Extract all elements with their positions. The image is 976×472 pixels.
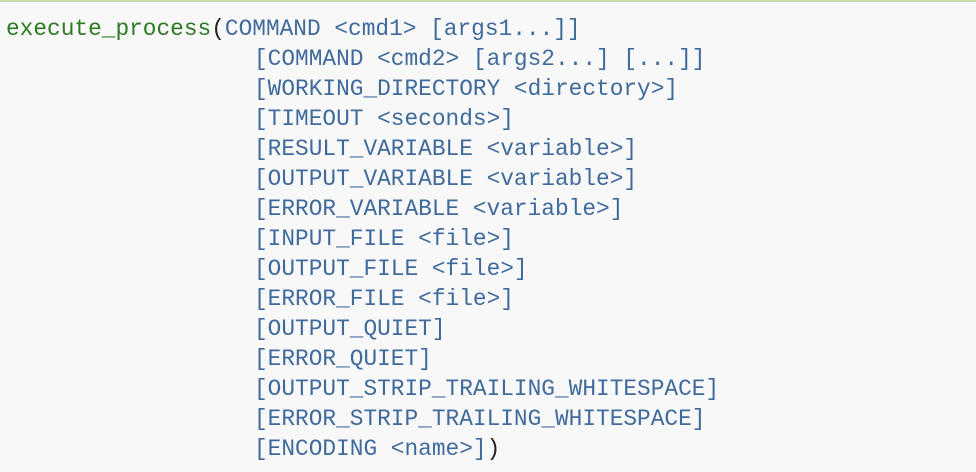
argument: [OUTPUT_FILE <file>] [254,256,528,282]
code-line-arg: [ERROR_FILE <file>] [6,284,719,314]
code-line-arg: [WORKING_DIRECTORY <directory>] [6,74,719,104]
code-line-arg: [COMMAND <cmd2> [args2...] [...]] [6,44,719,74]
function-name: execute_process [6,16,212,42]
code-line-arg: [OUTPUT_VARIABLE <variable>] [6,164,719,194]
argument: [ERROR_STRIP_TRAILING_WHITESPACE] [254,406,706,432]
code-lines: execute_process(COMMAND <cmd1> [args1...… [6,14,719,464]
argument: [TIMEOUT <seconds>] [254,106,514,132]
open-paren: ( [211,16,225,42]
argument: [OUTPUT_QUIET] [254,316,446,342]
argument: [ERROR_FILE <file>] [254,286,514,312]
code-line-arg: [RESULT_VARIABLE <variable>] [6,134,719,164]
argument: [ERROR_VARIABLE <variable>] [254,196,624,222]
code-line-arg: [ERROR_STRIP_TRAILING_WHITESPACE] [6,404,719,434]
code-line-arg: [OUTPUT_FILE <file>] [6,254,719,284]
argument: [ERROR_QUIET] [254,346,432,372]
first-argument: COMMAND <cmd1> [args1...]] [224,16,581,42]
argument: [COMMAND <cmd2> [args2...] [...]] [254,46,706,72]
argument: [INPUT_FILE <file>] [254,226,514,252]
code-line-arg: [TIMEOUT <seconds>] [6,104,719,134]
argument: [ENCODING <name>] [254,436,487,462]
argument: [OUTPUT_VARIABLE <variable>] [254,166,638,192]
code-line-arg: [INPUT_FILE <file>] [6,224,719,254]
argument: [WORKING_DIRECTORY <directory>] [254,76,679,102]
code-line-arg: [ERROR_VARIABLE <variable>] [6,194,719,224]
code-line-arg: [OUTPUT_QUIET] [6,314,719,344]
argument: [OUTPUT_STRIP_TRAILING_WHITESPACE] [254,376,720,402]
code-line-arg-last: [ENCODING <name>]) [6,434,719,464]
code-line-arg: [OUTPUT_STRIP_TRAILING_WHITESPACE] [6,374,719,404]
argument: [RESULT_VARIABLE <variable>] [254,136,638,162]
code-line-signature: execute_process(COMMAND <cmd1> [args1...… [6,14,719,44]
close-paren: ) [486,436,501,462]
code-line-arg: [ERROR_QUIET] [6,344,719,374]
